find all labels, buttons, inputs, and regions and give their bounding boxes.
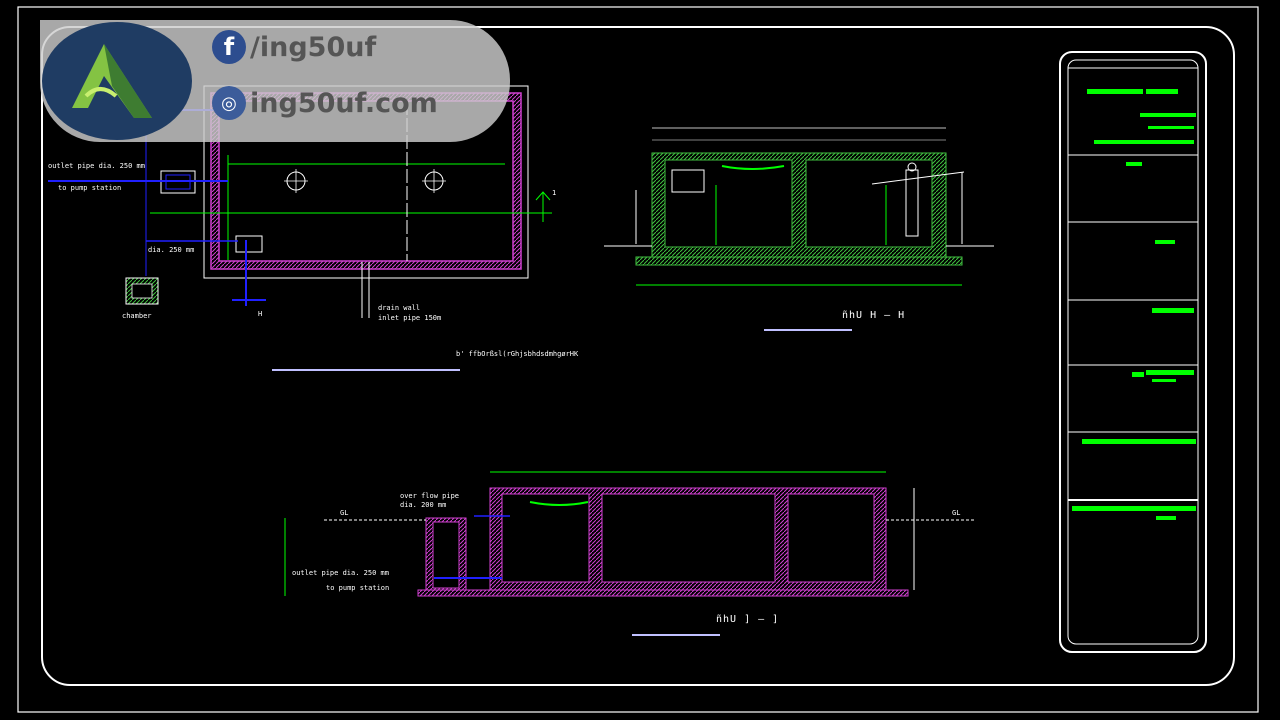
- drawing-frame: [41, 26, 1235, 686]
- title-field-12: [1082, 439, 1196, 444]
- plan-small-chamber-inner: [131, 283, 153, 299]
- manhole-left: [284, 169, 308, 193]
- section-h-pipe-box: [671, 169, 705, 193]
- section-1-label-overflow: over flow pipe: [400, 492, 459, 500]
- logo: [42, 22, 192, 140]
- section-1-label-gl-left: GL: [340, 509, 348, 517]
- plan-label-drain: drain wall: [378, 304, 420, 312]
- section-1-footing: [417, 589, 909, 597]
- plan-outlet-chamber: [235, 235, 263, 253]
- title-field-5: [1094, 140, 1194, 144]
- title-field-14: [1156, 516, 1176, 520]
- watermark-website-row: ◎ ing50uf.com: [212, 86, 438, 120]
- title-field-10: [1146, 370, 1194, 375]
- plan-label-chamber: chamber: [122, 312, 152, 320]
- section-h-pipe-right: [871, 171, 965, 185]
- section-1-title: ñhU ] – ]: [716, 614, 779, 625]
- section-1-label-gl-right: GL: [952, 509, 960, 517]
- title-field-1: [1087, 89, 1143, 94]
- plan-label-inlet: dia. 250 mm: [148, 246, 194, 254]
- section-h-cell-left: [664, 159, 793, 248]
- section-arrow-1-head: [535, 191, 551, 201]
- plan-section-mark-H: H: [258, 310, 262, 318]
- section-1-cell-3: [787, 493, 875, 583]
- title-block-inner: [1067, 59, 1199, 645]
- section-1-label-to-pump: to pump station: [326, 584, 389, 592]
- section-1-cell-2: [601, 493, 776, 583]
- facebook-icon: f: [212, 30, 246, 64]
- title-field-6: [1126, 162, 1142, 166]
- watermark-facebook-row: f /ing50uf: [212, 30, 376, 64]
- section-h-view: ñhU H – H: [604, 127, 994, 331]
- section-h-footing: [635, 256, 963, 266]
- plan-label-outlet: outlet pipe dia. 250 mm: [48, 162, 145, 170]
- title-field-9: [1132, 372, 1144, 377]
- section-h-water-surface: [721, 165, 785, 170]
- section-1-cell-1: [501, 493, 590, 583]
- plan-label-inlet-pipe: inlet pipe 150m: [378, 314, 441, 322]
- section-h-title: ñhU H – H: [842, 310, 905, 321]
- title-block: [1059, 51, 1207, 653]
- outer-sheet-border: [17, 6, 1259, 713]
- section-h-valve: [907, 162, 917, 172]
- title-field-11: [1152, 379, 1176, 382]
- title-block-outer: [1059, 51, 1207, 653]
- plan-section-mark-1: 1: [552, 189, 556, 197]
- globe-icon: ◎: [212, 86, 246, 120]
- title-field-13: [1072, 506, 1196, 511]
- section-1-label-outlet: outlet pipe dia. 250 mm: [292, 569, 389, 577]
- title-field-7: [1155, 240, 1175, 244]
- section-h-cell-right: [805, 159, 933, 248]
- manhole-right: [422, 169, 446, 193]
- logo-mark-icon: [72, 44, 152, 118]
- title-field-4: [1148, 126, 1194, 129]
- title-field-8: [1152, 308, 1194, 313]
- plan-label-to-pump: to pump station: [58, 184, 121, 192]
- plan-caption: b' ffbOrßsl(rGhjsbhdsdmhgørHK: [456, 350, 579, 358]
- section-h-ladder: [905, 169, 919, 237]
- watermark-website: ing50uf.com: [250, 87, 438, 119]
- title-field-3: [1140, 113, 1196, 117]
- section-1-water-surface: [529, 501, 589, 506]
- title-field-2: [1146, 89, 1178, 94]
- watermark-facebook-handle: /ing50uf: [250, 31, 377, 63]
- section-1-label-overflow-dia: dia. 200 mm: [400, 501, 446, 509]
- section-1-view: over flow pipe dia. 200 mm outlet pipe d…: [284, 471, 974, 636]
